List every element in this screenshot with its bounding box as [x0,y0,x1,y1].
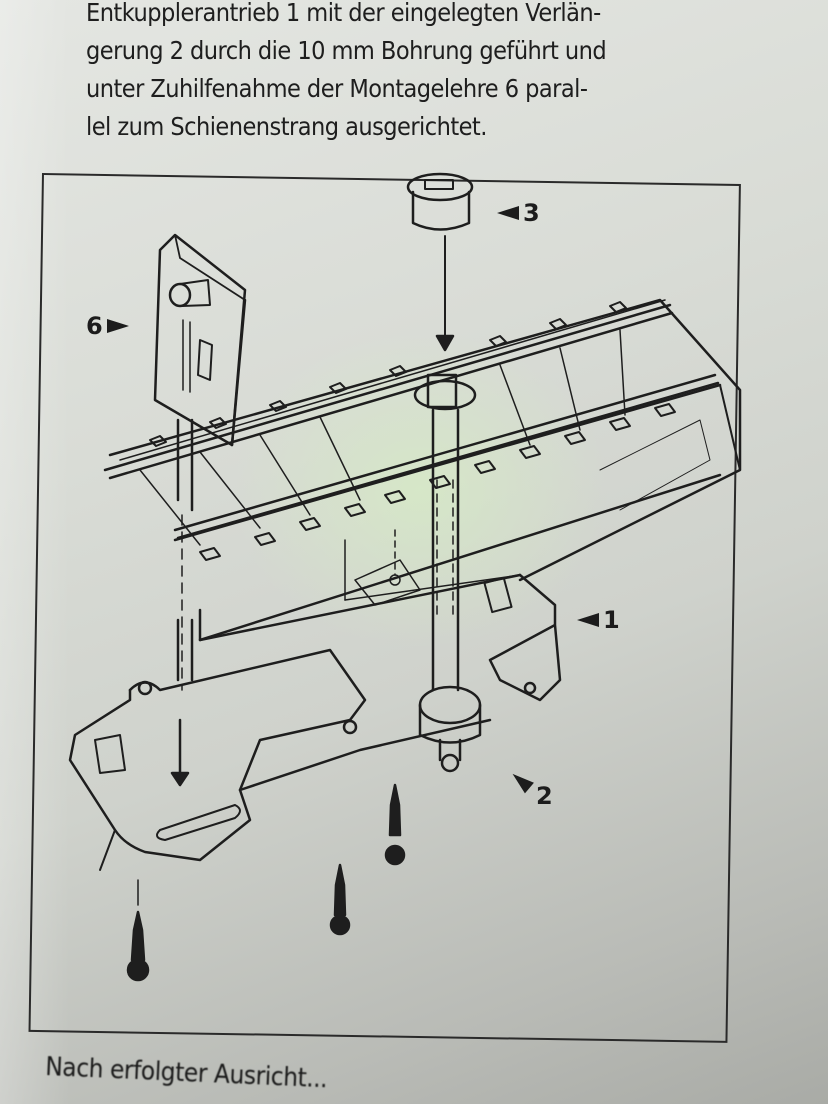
paragraph-line: gerung 2 durch die 10 mm Bohrung geführt… [86,36,607,65]
paragraph-line: Entkupplerantrieb 1 mit der eingelegten … [86,0,601,27]
uncoupler-drive-part-1 [354,529,562,702]
callout-2: 2 [508,752,553,810]
sleepers [139,301,676,561]
callout-label: 1 [603,606,620,634]
mounting-gauge-part-6 [153,233,247,691]
screws [126,783,406,982]
track-bed [108,298,742,642]
callout-1: 1 [577,606,620,634]
base-plate [68,648,492,871]
callout-6: 6 [86,312,129,340]
instruction-paragraph: Entkupplerantrieb 1 mit der eingelegten … [86,0,712,146]
callout-3: 3 [497,199,540,227]
cap-part-3 [406,172,474,352]
arrow-up-left-icon [508,768,534,794]
arrow-right-icon [106,319,129,333]
paper-shading [0,0,70,1104]
arrow-left-icon [577,613,599,627]
paragraph-line: unter Zuhilfenahme der Montagelehre 6 pa… [86,74,588,103]
paragraph-line: lel zum Schienenstrang ausgerichtet. [86,112,487,141]
callout-label: 6 [86,312,103,340]
rails [103,299,720,540]
drive-rod [413,373,482,773]
arrow-left-icon [497,206,519,220]
callout-label: 3 [523,199,540,227]
callout-label: 2 [536,782,553,810]
